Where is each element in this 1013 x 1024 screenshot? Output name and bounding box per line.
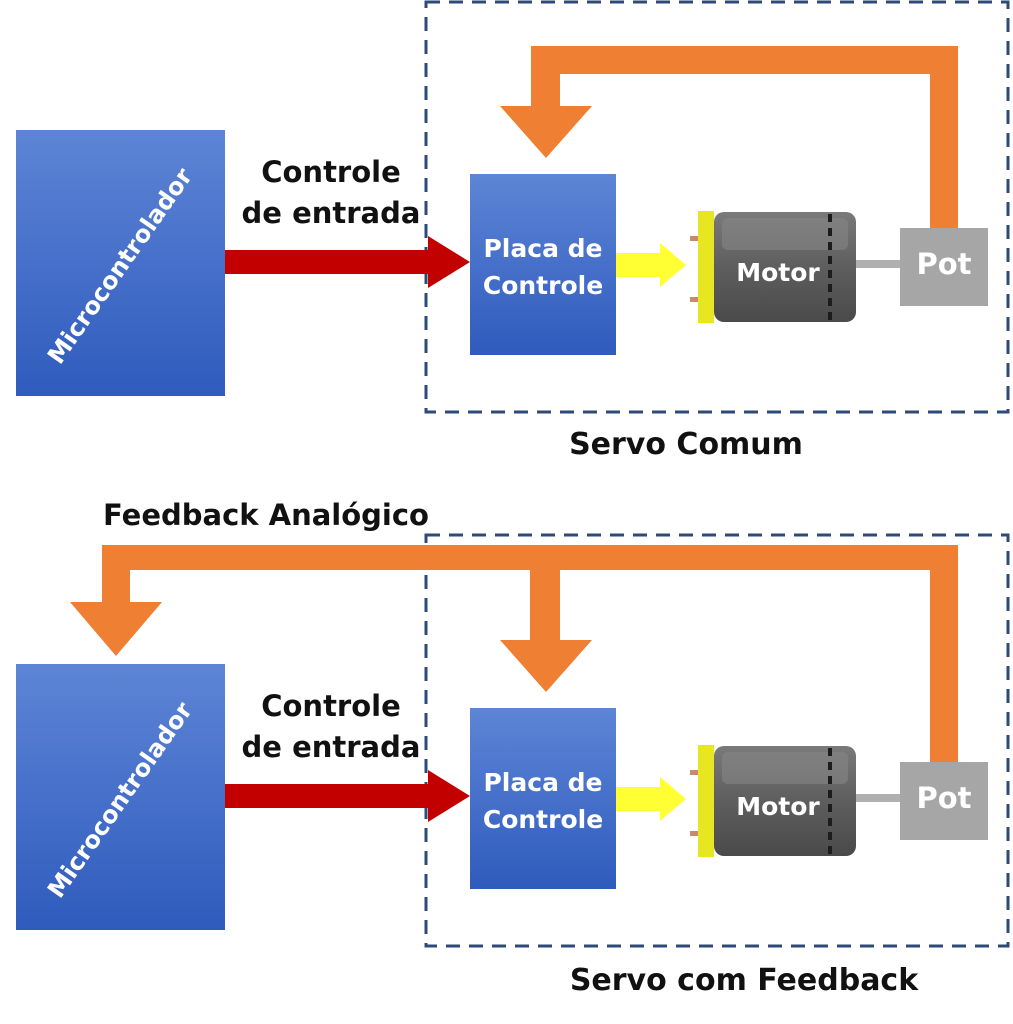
bottom-feedback-arrow <box>70 545 958 762</box>
top-drive-arrow <box>616 243 686 287</box>
top-servo-border <box>424 0 1010 414</box>
bottom-board-label-line1: Placa de <box>483 768 602 797</box>
bottom-feedback-label: Feedback Analógico <box>103 498 429 532</box>
bottom-microcontroller-box <box>16 664 225 930</box>
top-board-label-line1: Placa de <box>483 234 602 263</box>
bottom-drive-arrow <box>616 777 686 821</box>
top-motor-label: Motor <box>736 258 820 287</box>
bottom-servo-title: Servo com Feedback <box>570 963 919 998</box>
bottom-board-label-line2: Controle <box>483 805 603 834</box>
bottom-pot-label: Pot <box>916 781 971 815</box>
top-motor: Motor <box>690 211 904 323</box>
bottom-motor-label: Motor <box>736 792 820 821</box>
top-pot-box <box>900 228 988 306</box>
top-input-label-line2: de entrada <box>242 196 421 230</box>
top-input-arrow <box>225 236 470 288</box>
bottom-diagram: Feedback Analógico Microcontrolador Cont… <box>16 498 1010 998</box>
bottom-input-label-line1: Controle <box>261 689 401 723</box>
top-control-board-box <box>470 174 616 355</box>
bottom-motor: Motor <box>690 745 904 857</box>
top-pot-label: Pot <box>916 247 971 281</box>
bottom-input-label-line2: de entrada <box>242 730 421 764</box>
top-input-label-line1: Controle <box>261 155 401 189</box>
bottom-input-arrow <box>225 770 470 822</box>
top-servo-title: Servo Comum <box>569 427 803 462</box>
top-diagram: Microcontrolador Controle de entrada Pla… <box>16 0 1010 462</box>
bottom-pot-box <box>900 762 988 840</box>
top-microcontroller-box <box>16 130 225 396</box>
bottom-servo-border <box>424 533 1010 948</box>
top-board-label-line2: Controle <box>483 271 603 300</box>
top-feedback-arrow <box>500 46 958 228</box>
bottom-control-board-box <box>470 708 616 889</box>
